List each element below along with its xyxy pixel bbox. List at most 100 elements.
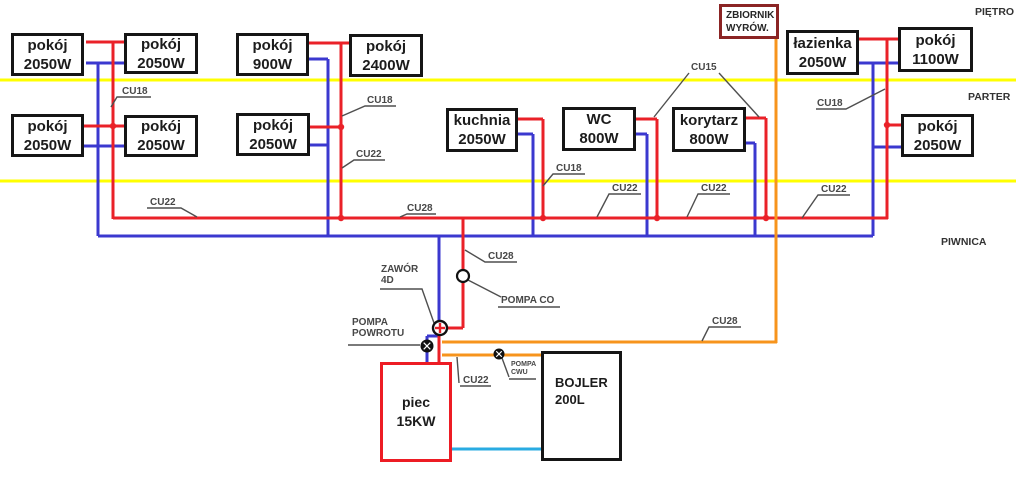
pipe-label: CU22 — [150, 197, 176, 208]
pipe-label-text: CU22 — [463, 375, 489, 386]
piec-box-label: 15KW — [396, 413, 436, 429]
pipe-label-text: CU18 — [122, 86, 148, 97]
room-box-label: 2050W — [23, 55, 72, 73]
zbiornik-box-label: WYRÓW. — [726, 23, 769, 34]
label-leader-line — [464, 249, 517, 263]
pipe-label-text: POMPA CO — [501, 295, 555, 306]
pipe-junction-dot — [539, 214, 547, 222]
pipe-label: POMPA CO — [501, 295, 554, 306]
label-leader-line — [456, 356, 460, 384]
label-leader-line — [399, 213, 436, 218]
pipe-label: CU28 — [488, 251, 514, 262]
zbiornik-box: ZBIORNIK WYRÓW. — [719, 4, 779, 39]
pipe-junction-dot — [653, 214, 661, 222]
bojler-box: BOJLER 200L — [541, 351, 622, 461]
pompa-powrotu-symbol — [423, 342, 431, 350]
room-box-label: pokój — [917, 117, 958, 135]
pipe-label: CU18 — [817, 98, 843, 109]
label-leader-line — [686, 193, 730, 218]
pipe-label-text: CU18 — [367, 95, 393, 106]
pipe-label-text: CU22 — [356, 149, 382, 160]
room-box-label: pokój — [141, 118, 181, 135]
floor-label: PARTER — [968, 91, 1011, 103]
room-box-label: pokój — [253, 116, 293, 134]
pipe-junction-dot — [337, 214, 345, 222]
room-box-label: kuchnia — [453, 112, 511, 129]
room-box-label: 2400W — [362, 56, 410, 74]
room-box-label: pokój — [915, 31, 956, 49]
label-leader-line — [341, 105, 396, 117]
pipe-label: CU28 — [407, 203, 433, 214]
room-box-label: 2050W — [913, 136, 962, 154]
label-leader-line — [467, 279, 502, 298]
label-leader-line — [147, 207, 198, 218]
pipe-label-text: CWU — [511, 369, 528, 376]
pipe-label: CU22 — [612, 183, 638, 194]
room-box-label: 2050W — [137, 137, 185, 154]
label-leader-line — [542, 173, 585, 187]
piec-box-label: piec — [401, 394, 430, 410]
room-box-label: pokój — [27, 36, 68, 54]
label-leader-line — [653, 72, 690, 118]
pipe-label: CU18 — [122, 86, 148, 97]
pipe-label-text: CU15 — [691, 62, 717, 73]
pipe-label-text: POMPA — [352, 317, 388, 328]
pipe-label: CU22 — [821, 184, 847, 195]
room-box-label: 2050W — [137, 54, 185, 72]
pipe-label-text: CU22 — [701, 183, 727, 194]
bojler-box-label: BOJLER — [555, 375, 608, 390]
label-leader-line — [341, 159, 385, 169]
pipe-label: CU22 — [356, 149, 382, 160]
room-box-label: pokój — [141, 35, 181, 53]
pipe-junction-dot — [337, 123, 345, 131]
room-box-label: 1100W — [912, 50, 959, 68]
pipe-label-text: POMPA — [511, 361, 537, 368]
pipe-label: CU22 — [463, 375, 489, 386]
pipe-label-text: CU22 — [612, 183, 638, 194]
room-box-label: pokój — [27, 117, 68, 135]
pipe-label-text: ZAWÓR — [381, 264, 419, 275]
pipe-label: CU18 — [367, 95, 393, 106]
label-leader-line — [380, 288, 435, 324]
pipe-label-text: CU22 — [821, 184, 847, 195]
label-leader-line — [110, 96, 151, 108]
pipe-label-text: CU18 — [556, 163, 582, 174]
room-box-label: 2050W — [23, 136, 72, 154]
label-leader-line — [801, 194, 850, 219]
room-box-label: 2050W — [249, 135, 297, 153]
room-box-label: pokój — [366, 37, 406, 55]
room-box: pokój 2050W — [124, 115, 198, 157]
pompa-cwu-symbol — [495, 350, 503, 358]
pipe-label: CU18 — [556, 163, 582, 174]
pipe-label-text: CU28 — [407, 203, 433, 214]
pipe-label-text: CU28 — [712, 316, 738, 327]
bojler-box-label: 200L — [555, 392, 585, 407]
room-box-label: 800W — [689, 130, 729, 148]
label-leader-line — [701, 326, 741, 342]
floor-label: PIWNICA — [941, 236, 987, 248]
pipe-label: CU28 — [712, 316, 738, 327]
pipe-junction-dot — [109, 122, 117, 130]
pipe-label-text: POWROTU — [352, 328, 405, 339]
zbiornik-box-label: ZBIORNIK — [726, 10, 775, 21]
room-box-label: 800W — [579, 130, 619, 147]
pipe-label-text: CU28 — [488, 251, 514, 262]
floor-label: PIĘTRO — [975, 6, 1015, 18]
room-box-label: pokój — [252, 36, 293, 54]
room-box-label: 2050W — [458, 131, 506, 148]
pompa-co-symbol — [455, 268, 471, 284]
